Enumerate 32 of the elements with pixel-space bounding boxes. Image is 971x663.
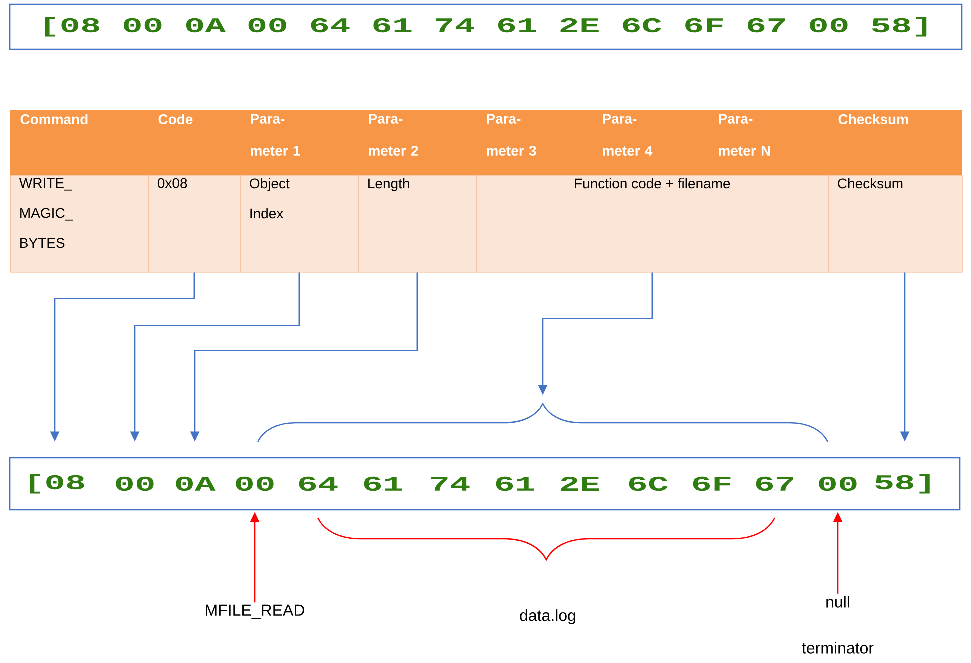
hex-byte: 74 (431, 477, 470, 491)
annotation-label: data.log (520, 610, 576, 624)
annotation-label: MFILE_READ (206, 604, 304, 620)
hex-byte: 61 (364, 476, 402, 492)
column-header: Para- meter 2 (369, 114, 418, 156)
hex-byte: 00 (116, 476, 154, 492)
column-header: Code (158, 114, 193, 124)
table-cell: WRITE_ MAGIC_ BYTES (10, 174, 149, 273)
table-cell: Checksum (828, 174, 963, 273)
hex-byte: 61 (496, 476, 534, 492)
hex-byte: 6F (693, 476, 731, 492)
hex-byte: 00 (819, 476, 857, 492)
annotation-label: null terminator (802, 596, 874, 654)
table-cell: Length (358, 174, 477, 273)
hex-byte: 00 (236, 476, 274, 492)
column-header: Command (20, 114, 88, 124)
table-cell: Object Index (240, 174, 359, 273)
hex-byte: 58] (876, 474, 930, 494)
hex-byte: 2E (561, 476, 600, 491)
column-header: Para- meter 4 (603, 114, 653, 156)
column-header: Para- meter N (719, 114, 770, 156)
hex-byte: 0A (176, 476, 216, 492)
hex-byte: 6C (629, 476, 668, 492)
column-header: Para- meter 1 (251, 114, 300, 156)
hex-byte: [08 (30, 474, 84, 494)
column-header: Checksum (838, 114, 908, 124)
hex-byte: 64 (299, 476, 338, 492)
column-header: Para- meter 3 (487, 114, 536, 156)
hex-string-box: [08 00 0A 00 64 61 74 61 2E 6C 6F 67 00 58] (9, 4, 963, 50)
table-cell: 0x08 (148, 174, 241, 273)
hex-string-box (9, 457, 961, 511)
hex-byte: 67 (756, 476, 794, 492)
